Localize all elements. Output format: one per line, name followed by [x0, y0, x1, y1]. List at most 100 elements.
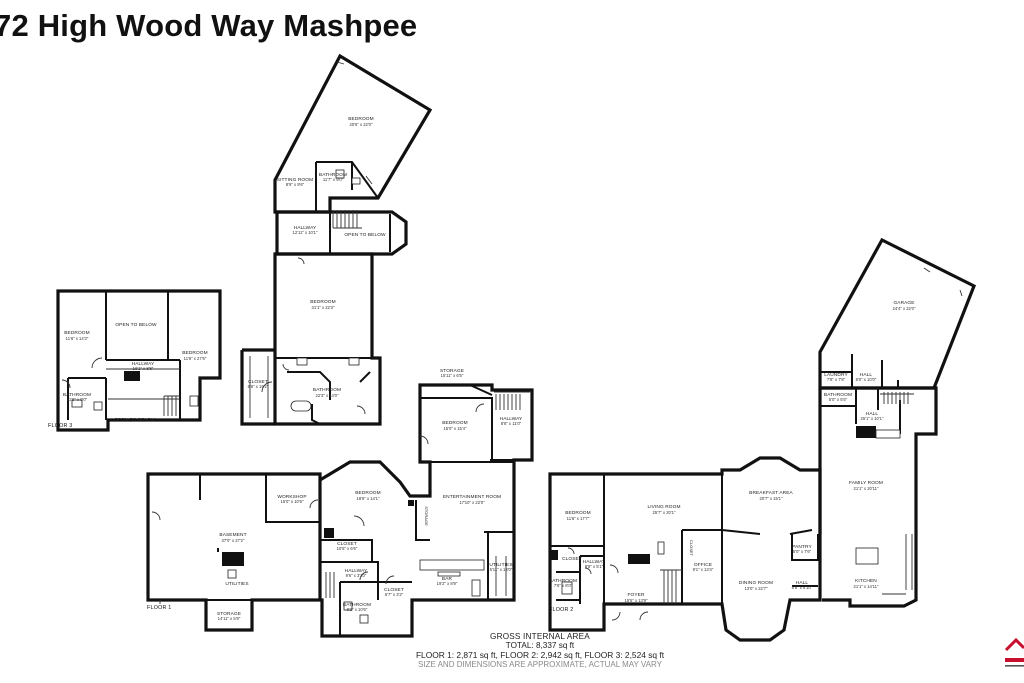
floor1-plan: STORAGE 15'11" x 6'5" BEDROOM 15'0" x 15… [146, 368, 534, 638]
room-dims: 31'1" x 22'3" [312, 305, 335, 310]
area-breakdown: FLOOR 1: 2,871 sq ft, FLOOR 2: 2,942 sq … [415, 649, 665, 660]
room-dims: 6'7" x 3'2" [385, 592, 404, 597]
room-dims: 16'1" x 8'8" [133, 366, 154, 371]
floor-label: FLOOR 3 [48, 423, 72, 429]
room-name: BEDROOM [64, 330, 90, 336]
room-name: GARAGE [893, 300, 914, 306]
room-name: UTILITIES [225, 581, 248, 587]
room-name: CLOSET [384, 587, 404, 593]
room-name: HALLWAY [500, 416, 523, 422]
room-name: HALL [796, 580, 809, 586]
room-dims: 25'7" x 20'1" [653, 510, 676, 515]
room-name: HALL [860, 372, 873, 378]
room-dims: 8'8" x 5'1" [585, 564, 604, 569]
room-dims: 9'1" x 13'4" [693, 567, 714, 572]
room-name: OPEN TO BELOW [344, 232, 386, 238]
room-name: CLOSET [248, 379, 268, 385]
room-dims: 11'6" x 17'7" [567, 516, 590, 521]
room-dims: 7'8" x 7'8" [827, 377, 846, 382]
room-name: BREAKFAST AREA [749, 490, 793, 496]
room-dims: 8'0" x 10'0" [856, 377, 877, 382]
room-dims: 20'6" x 22'0" [350, 122, 373, 127]
room-dims: 7'6" x 8'0" [554, 583, 573, 588]
room-name: STORAGE [217, 611, 241, 617]
room-name: FOYER [627, 592, 644, 598]
room-name-vertical: CLOSET [689, 540, 694, 557]
room-name: DINING ROOM [739, 580, 773, 586]
room-dims: 15'11" x 6'5" [441, 373, 464, 378]
room-dims: 11'6" x 14'3" [66, 336, 89, 341]
room-name: BATHROOM [63, 392, 91, 398]
area-total: TOTAL: 8,337 sq ft [505, 641, 575, 651]
room-dims: 21'1" x 14'11" [854, 584, 879, 589]
room-name: HALL [866, 411, 879, 417]
room-name: OPEN TO BELOW [115, 322, 157, 328]
room-dims: 6'6" x 19'2" [248, 384, 269, 389]
floor3-plan: BEDROOM 11'6" x 14'3" OPEN TO BELOW BEDR… [48, 289, 222, 432]
room-dims: 15'0" x 15'4" [444, 426, 467, 431]
room-name: HALLWAY [294, 225, 317, 231]
room-dims: 11'7" x 9'0" [323, 177, 344, 182]
room-dims: 5'11" x 13'0" [490, 567, 513, 572]
room-dims: 10'6" x 6'6" [337, 546, 358, 551]
room-dims: 15'5" x 13'9" [625, 598, 648, 603]
room-name: HALLWAY [132, 361, 155, 367]
room-name: BATHROOM [313, 387, 341, 393]
room-dims: 22'3" x 14'0" [316, 393, 339, 398]
room-name: SITTING ROOM [277, 177, 313, 183]
room-dims: 15'0" x 10'6" [281, 499, 304, 504]
room-dims: 8'9" x 9'6" [286, 182, 305, 187]
room-name: BATHROOM [549, 578, 577, 584]
room-dims: 5'0" x 5'5" [829, 397, 848, 402]
room-name-vertical: STORAGE [424, 506, 429, 526]
area-disclaimer: SIZE AND DIMENSIONS ARE APPROXIMATE, ACT… [418, 660, 662, 670]
upper-tower-plan: BEDROOM 20'6" x 22'0" SITTING ROOM 8'9" … [240, 53, 433, 426]
plan-title: 72 High Wood Way Mashpee [0, 8, 418, 43]
room-dims: 9'6" x 3'10" [346, 573, 367, 578]
room-name: OPEN TO BELOW [114, 417, 156, 423]
room-name: CLOSET [562, 556, 582, 562]
room-name: BAR [442, 576, 453, 582]
room-name: OFFICE [694, 562, 712, 568]
room-dims: 19'2" x 8'9" [437, 581, 458, 586]
floor-label: FLOOR 2 [549, 607, 573, 613]
room-name: BATHROOM [319, 172, 347, 178]
floor2-plan: GARAGE 24'4" x 22'0" LAUNDRY 7'8" x 7'8"… [548, 237, 977, 642]
room-dims: 8'8" x 11'0" [501, 421, 522, 426]
room-name: STORAGE [440, 368, 464, 374]
room-dims: 5'0" x 7'6" [793, 549, 812, 554]
room-name: HALLWAY [345, 568, 368, 574]
room-dims: 11'6" x 9'0" [67, 397, 88, 402]
room-dims: 12'11" x 10'1" [293, 230, 318, 235]
room-name: WORKSHOP [277, 494, 306, 500]
room-name: BASEMENT [219, 532, 246, 538]
room-name: BATHROOM [824, 392, 852, 398]
room-name: ENTERTAINMENT ROOM [443, 494, 501, 500]
room-name: BATHROOM [343, 602, 371, 608]
room-name: BEDROOM [348, 116, 374, 122]
room-name: LAUNDRY [824, 372, 848, 378]
room-dims: 13'0" x 22'7" [745, 586, 768, 591]
room-dims: 6'6" x 6'10" [792, 585, 813, 590]
room-dims: 17'10" x 22'0" [459, 500, 485, 505]
floor-label: FLOOR 1 [147, 605, 171, 611]
room-dims: 18'6" x 14'1" [357, 496, 380, 501]
room-name: BEDROOM [565, 510, 591, 516]
logo-bar [1005, 658, 1024, 662]
area-heading: GROSS INTERNAL AREA [490, 632, 590, 641]
room-dims: 25'1" x 10'1" [861, 416, 884, 421]
room-name: BEDROOM [310, 299, 336, 305]
room-dims: 24'4" x 22'0" [893, 306, 916, 311]
room-name: UTILITIES [489, 562, 512, 568]
room-name: PANTRY [792, 544, 812, 550]
room-name: BEDROOM [355, 490, 381, 496]
room-name: BEDROOM [182, 350, 208, 356]
room-dims: 14'11" x 5'9" [218, 616, 241, 621]
logo-roof-icon [1004, 637, 1024, 652]
area-summary: GROSS INTERNAL AREA TOTAL: 8,337 sq ft F… [340, 632, 740, 670]
room-name: LIVING ROOM [647, 504, 680, 510]
room-dims: 20'7" x 15'1" [760, 496, 783, 501]
room-name: CLOSET [337, 541, 357, 547]
room-name: KITCHEN [855, 578, 877, 584]
